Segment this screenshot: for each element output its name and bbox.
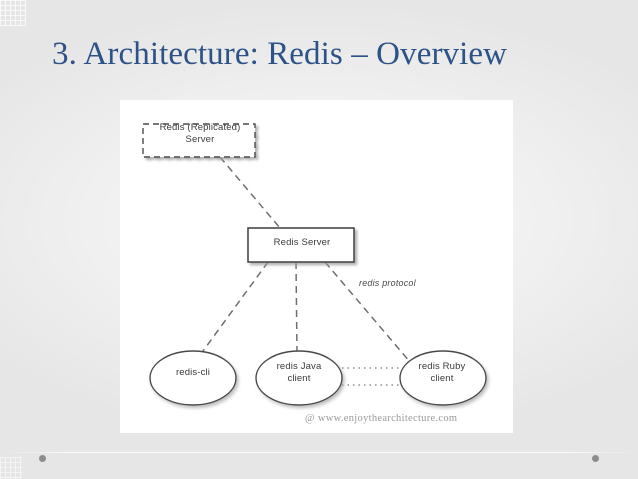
corner-texture-top-left — [0, 0, 26, 26]
diagram-nodes — [142, 123, 487, 406]
node-redis-cli[interactable] — [149, 350, 237, 406]
node-redis-java-client[interactable] — [255, 350, 343, 406]
node-redis-ruby-client[interactable] — [399, 350, 487, 406]
edge-server-to-java-client — [295, 261, 298, 355]
diagram-edges — [194, 156, 411, 386]
page-title: 3. Architecture: Redis – Overview — [52, 36, 508, 72]
edge-server-to-ruby-client — [324, 261, 411, 363]
node-replicated-server[interactable] — [142, 123, 256, 158]
architecture-diagram: Redis (Replicated) Server Redis Server r… — [120, 100, 513, 433]
edge-replicated-to-server — [219, 156, 281, 229]
footer-divider — [0, 452, 638, 453]
decorative-dot-left — [39, 455, 46, 462]
decorative-dot-right — [592, 455, 599, 462]
edge-server-to-redis-cli — [194, 261, 269, 363]
diagram-canvas-svg — [142, 123, 487, 406]
corner-texture-bottom-left — [0, 457, 22, 479]
node-redis-server[interactable] — [247, 227, 355, 263]
